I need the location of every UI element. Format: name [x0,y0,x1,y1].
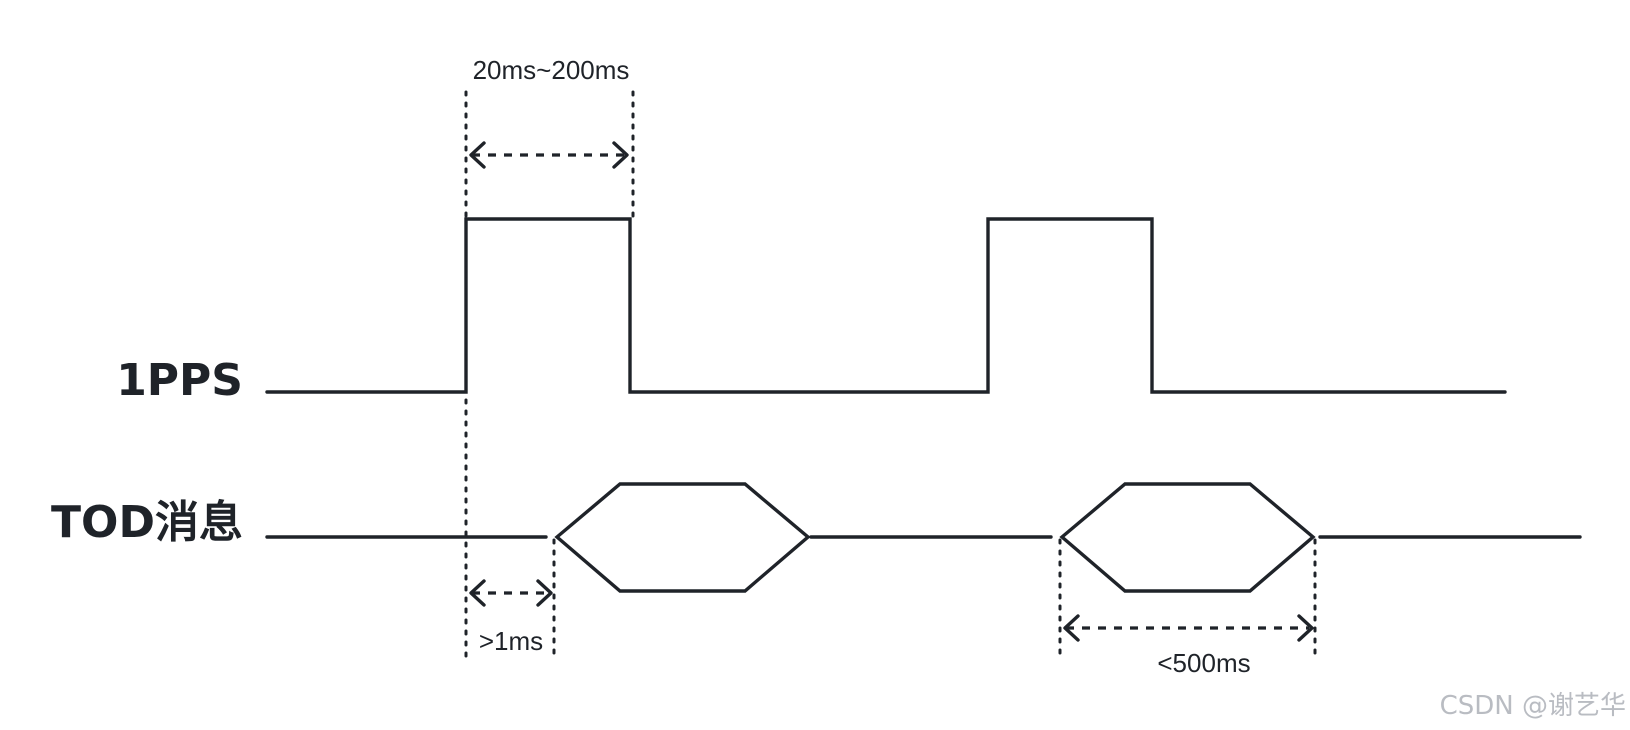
tod-message-frame-2 [1059,482,1316,593]
tod-delay-label: >1ms [479,626,543,656]
tod-duration-label: <500ms [1157,648,1250,678]
tod-duration-arrow [1063,614,1314,642]
pulse-width-arrow [469,141,629,169]
tod-delay-arrow [469,579,553,607]
pps-waveform [265,217,1507,394]
watermark: CSDN @谢艺华 [1440,691,1626,721]
pps-signal-label: 1PPS [116,355,243,406]
pulse-width-label: 20ms~200ms [473,55,630,85]
tod-signal-label: TOD消息 [51,497,243,548]
tod-message-frame-1 [554,482,811,593]
